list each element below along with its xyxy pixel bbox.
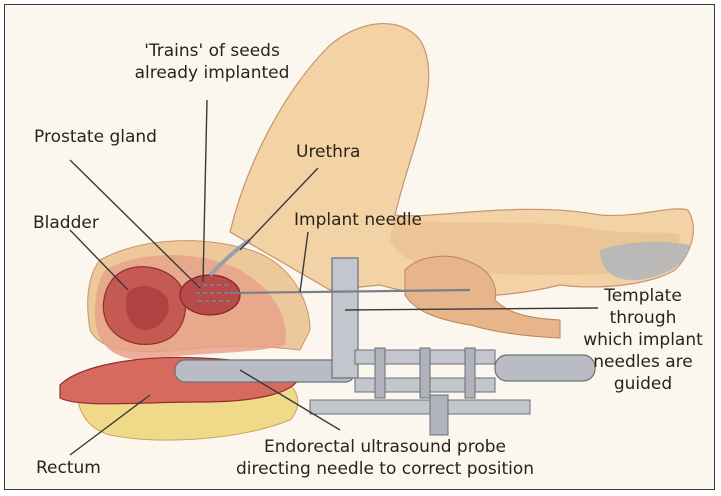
label-template-line5: guided xyxy=(571,373,715,395)
label-template-line1: Template xyxy=(571,285,715,307)
label-prostate: Prostate gland xyxy=(34,126,157,148)
template-block xyxy=(332,258,358,378)
stand-post-2 xyxy=(420,348,430,398)
label-trains-line1: 'Trains' of seeds xyxy=(122,40,302,62)
leader-template xyxy=(345,308,598,310)
stand-base xyxy=(310,400,530,414)
label-probe-line2: directing needle to correct position xyxy=(210,458,560,480)
label-template: Template through which implant needles a… xyxy=(571,285,715,395)
label-urethra: Urethra xyxy=(296,141,360,163)
stand-post-1 xyxy=(375,348,385,398)
label-probe: Endorectal ultrasound probe directing ne… xyxy=(210,436,560,480)
label-trains: 'Trains' of seeds already implanted xyxy=(122,40,302,84)
stand-leg xyxy=(430,395,448,435)
stand-post-3 xyxy=(465,348,475,398)
label-bladder: Bladder xyxy=(33,212,99,234)
label-trains-line2: already implanted xyxy=(122,62,302,84)
prostate-organ xyxy=(180,275,240,315)
label-probe-line1: Endorectal ultrasound probe xyxy=(210,436,560,458)
label-template-line2: through xyxy=(571,307,715,329)
foot-sole xyxy=(600,242,690,281)
label-template-line3: which implant xyxy=(571,329,715,351)
label-rectum: Rectum xyxy=(36,457,101,479)
ultrasound-probe xyxy=(175,360,355,382)
label-template-line4: needles are xyxy=(571,351,715,373)
label-implant-needle: Implant needle xyxy=(294,209,422,231)
